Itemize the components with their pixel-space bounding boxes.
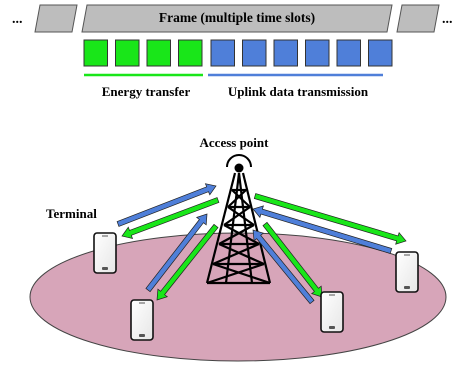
uplink-arrow: [252, 205, 393, 254]
energy-slot: [115, 39, 140, 67]
terminal-phone-icon: [93, 232, 117, 274]
uplink-data-label: Uplink data transmission: [228, 84, 369, 99]
energy-arrow: [156, 223, 219, 301]
energy-slot: [83, 39, 108, 67]
energy-arrow: [121, 197, 220, 239]
energy-slot: [146, 39, 171, 67]
data-slot: [336, 39, 361, 67]
access-point-tower-icon: [205, 154, 272, 285]
data-slot: [273, 39, 298, 67]
frame-right-ellipsis: ...: [442, 12, 453, 27]
energy-arrow: [253, 193, 407, 245]
energy-slot: [178, 39, 203, 67]
frame-left-ellipsis: ...: [12, 12, 23, 27]
terminals: [93, 232, 419, 341]
energy-transfer-label: Energy transfer: [102, 84, 191, 99]
energy-arrow: [262, 221, 323, 298]
link-arrows: [116, 183, 407, 305]
terminal-phone-icon: [320, 291, 344, 333]
uplink-arrow: [116, 183, 217, 227]
time-slots: [83, 39, 393, 67]
frame-label: Frame (multiple time slots): [159, 10, 315, 25]
frame-next-segment: [396, 4, 440, 33]
uplink-arrow: [145, 213, 208, 293]
terminal-phone-icon: [395, 251, 419, 293]
terminal-phone-icon: [130, 299, 154, 341]
frame-bar: ... Frame (multiple time slots) ...: [12, 4, 453, 33]
uplink-arrow: [252, 229, 315, 305]
data-slot: [210, 39, 235, 67]
access-point-label: Access point: [200, 135, 270, 150]
terminal-label: Terminal: [46, 206, 97, 221]
data-slot: [368, 39, 393, 67]
data-slot: [242, 39, 267, 67]
frame-main-segment: [81, 4, 393, 33]
frame-prev-segment: [34, 4, 78, 33]
data-slot: [305, 39, 330, 67]
